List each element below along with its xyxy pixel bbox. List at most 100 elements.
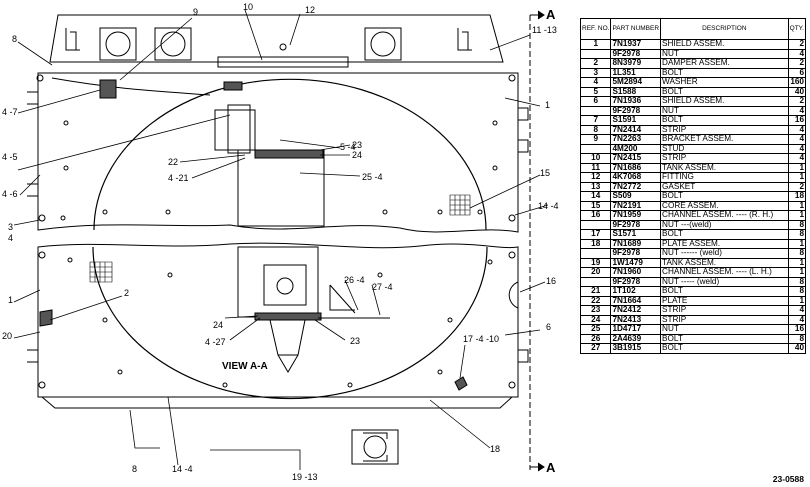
qty-cell: 4 <box>787 305 807 316</box>
ref-cell: 8 <box>579 124 612 135</box>
qty-cell: 4 <box>787 143 807 154</box>
qty-cell: 8 <box>787 333 807 344</box>
ref-cell: 3 <box>579 67 612 78</box>
description-cell: NUT <box>660 48 789 59</box>
qty-cell: 2 <box>787 96 807 107</box>
qty-cell: 4 <box>787 105 807 116</box>
callout-23-top: 23 <box>352 140 362 150</box>
qty-cell: 8 <box>787 248 807 259</box>
description-cell: BOLT <box>660 86 789 97</box>
part-number-cell: 7N2412 <box>610 305 662 316</box>
callout-22: 22 <box>168 157 178 167</box>
callout-4-21: 4 -21 <box>168 173 189 183</box>
header-part-number: PART NUMBER <box>610 18 662 40</box>
part-number-cell: 1L351 <box>610 67 662 78</box>
description-cell: SHIELD ASSEM. <box>660 96 789 107</box>
part-number-cell: 7N2413 <box>610 314 662 325</box>
ref-cell: 16 <box>579 210 612 221</box>
ref-cell <box>579 105 612 116</box>
description-cell: GASKET <box>660 181 789 192</box>
part-number-cell: 9F2978 <box>610 248 662 259</box>
qty-cell: 4 <box>787 48 807 59</box>
description-cell: CORE ASSEM. <box>660 200 789 211</box>
callout-27-4: 27 -4 <box>372 282 393 292</box>
callout-1-top: 1 <box>545 100 550 110</box>
part-number-cell: 9F2978 <box>610 276 662 287</box>
description-cell: DAMPER ASSEM. <box>660 58 789 69</box>
part-number-cell: S1591 <box>610 115 662 126</box>
callout-10: 10 <box>243 2 253 12</box>
ref-cell: 23 <box>579 305 612 316</box>
description-cell: BOLT <box>660 229 789 240</box>
qty-cell: 16 <box>787 115 807 126</box>
header-ref-no: REF. NO. <box>579 18 612 40</box>
callout-9: 9 <box>193 7 198 17</box>
parts-table-header: REF. NO. PART NUMBER DESCRIPTION QTY. <box>579 18 807 40</box>
qty-cell: 1 <box>787 162 807 173</box>
qty-cell: 1 <box>787 295 807 306</box>
callout-12: 12 <box>305 5 315 15</box>
part-number-cell: 7N1936 <box>610 96 662 107</box>
section-marker-bottom: A <box>546 460 556 475</box>
description-cell: NUT <box>660 324 789 335</box>
description-cell: BOLT <box>660 115 789 126</box>
ref-cell: 27 <box>579 343 612 354</box>
part-number-cell: 1T102 <box>610 286 662 297</box>
ref-cell <box>579 48 612 59</box>
qty-cell: 8 <box>787 286 807 297</box>
section-marker-top: A <box>546 7 556 22</box>
description-cell: BOLT <box>660 191 789 202</box>
callout-14-4-top: 14 -4 <box>538 201 559 211</box>
description-cell: BOLT <box>660 343 789 354</box>
qty-cell: 4 <box>787 124 807 135</box>
header-qty: QTY. <box>787 18 807 40</box>
callout-4: 4 <box>8 233 13 243</box>
part-number-cell: 7N1686 <box>610 162 662 173</box>
qty-cell: 8 <box>787 276 807 287</box>
ref-cell: 10 <box>579 153 612 164</box>
part-number-cell: 7N1689 <box>610 238 662 249</box>
callout-24-bottom: 24 <box>213 320 223 330</box>
callout-24-top: 24 <box>352 150 362 160</box>
qty-cell: 1 <box>787 172 807 183</box>
qty-cell: 4 <box>787 153 807 164</box>
upper-shield-panel <box>27 72 529 233</box>
part-number-cell: 9F2978 <box>610 219 662 230</box>
header-description: DESCRIPTION <box>660 18 789 40</box>
ref-cell: 21 <box>579 286 612 297</box>
part-number-cell: 4K7068 <box>610 172 662 183</box>
ref-cell: 12 <box>579 172 612 183</box>
callout-26-4: 26 -4 <box>344 275 365 285</box>
description-cell: STRIP <box>660 124 789 135</box>
ref-cell: 2 <box>579 58 612 69</box>
ref-cell: 25 <box>579 324 612 335</box>
callout-19-13: 19 -13 <box>292 472 318 482</box>
ref-cell: 13 <box>579 181 612 192</box>
callout-8-bottom: 8 <box>132 464 137 474</box>
description-cell: TANK ASSEM. <box>660 162 789 173</box>
ref-cell <box>579 219 612 230</box>
part-number-cell: S509 <box>610 191 662 202</box>
ref-cell: 1 <box>579 39 612 50</box>
top-tank <box>49 14 504 68</box>
